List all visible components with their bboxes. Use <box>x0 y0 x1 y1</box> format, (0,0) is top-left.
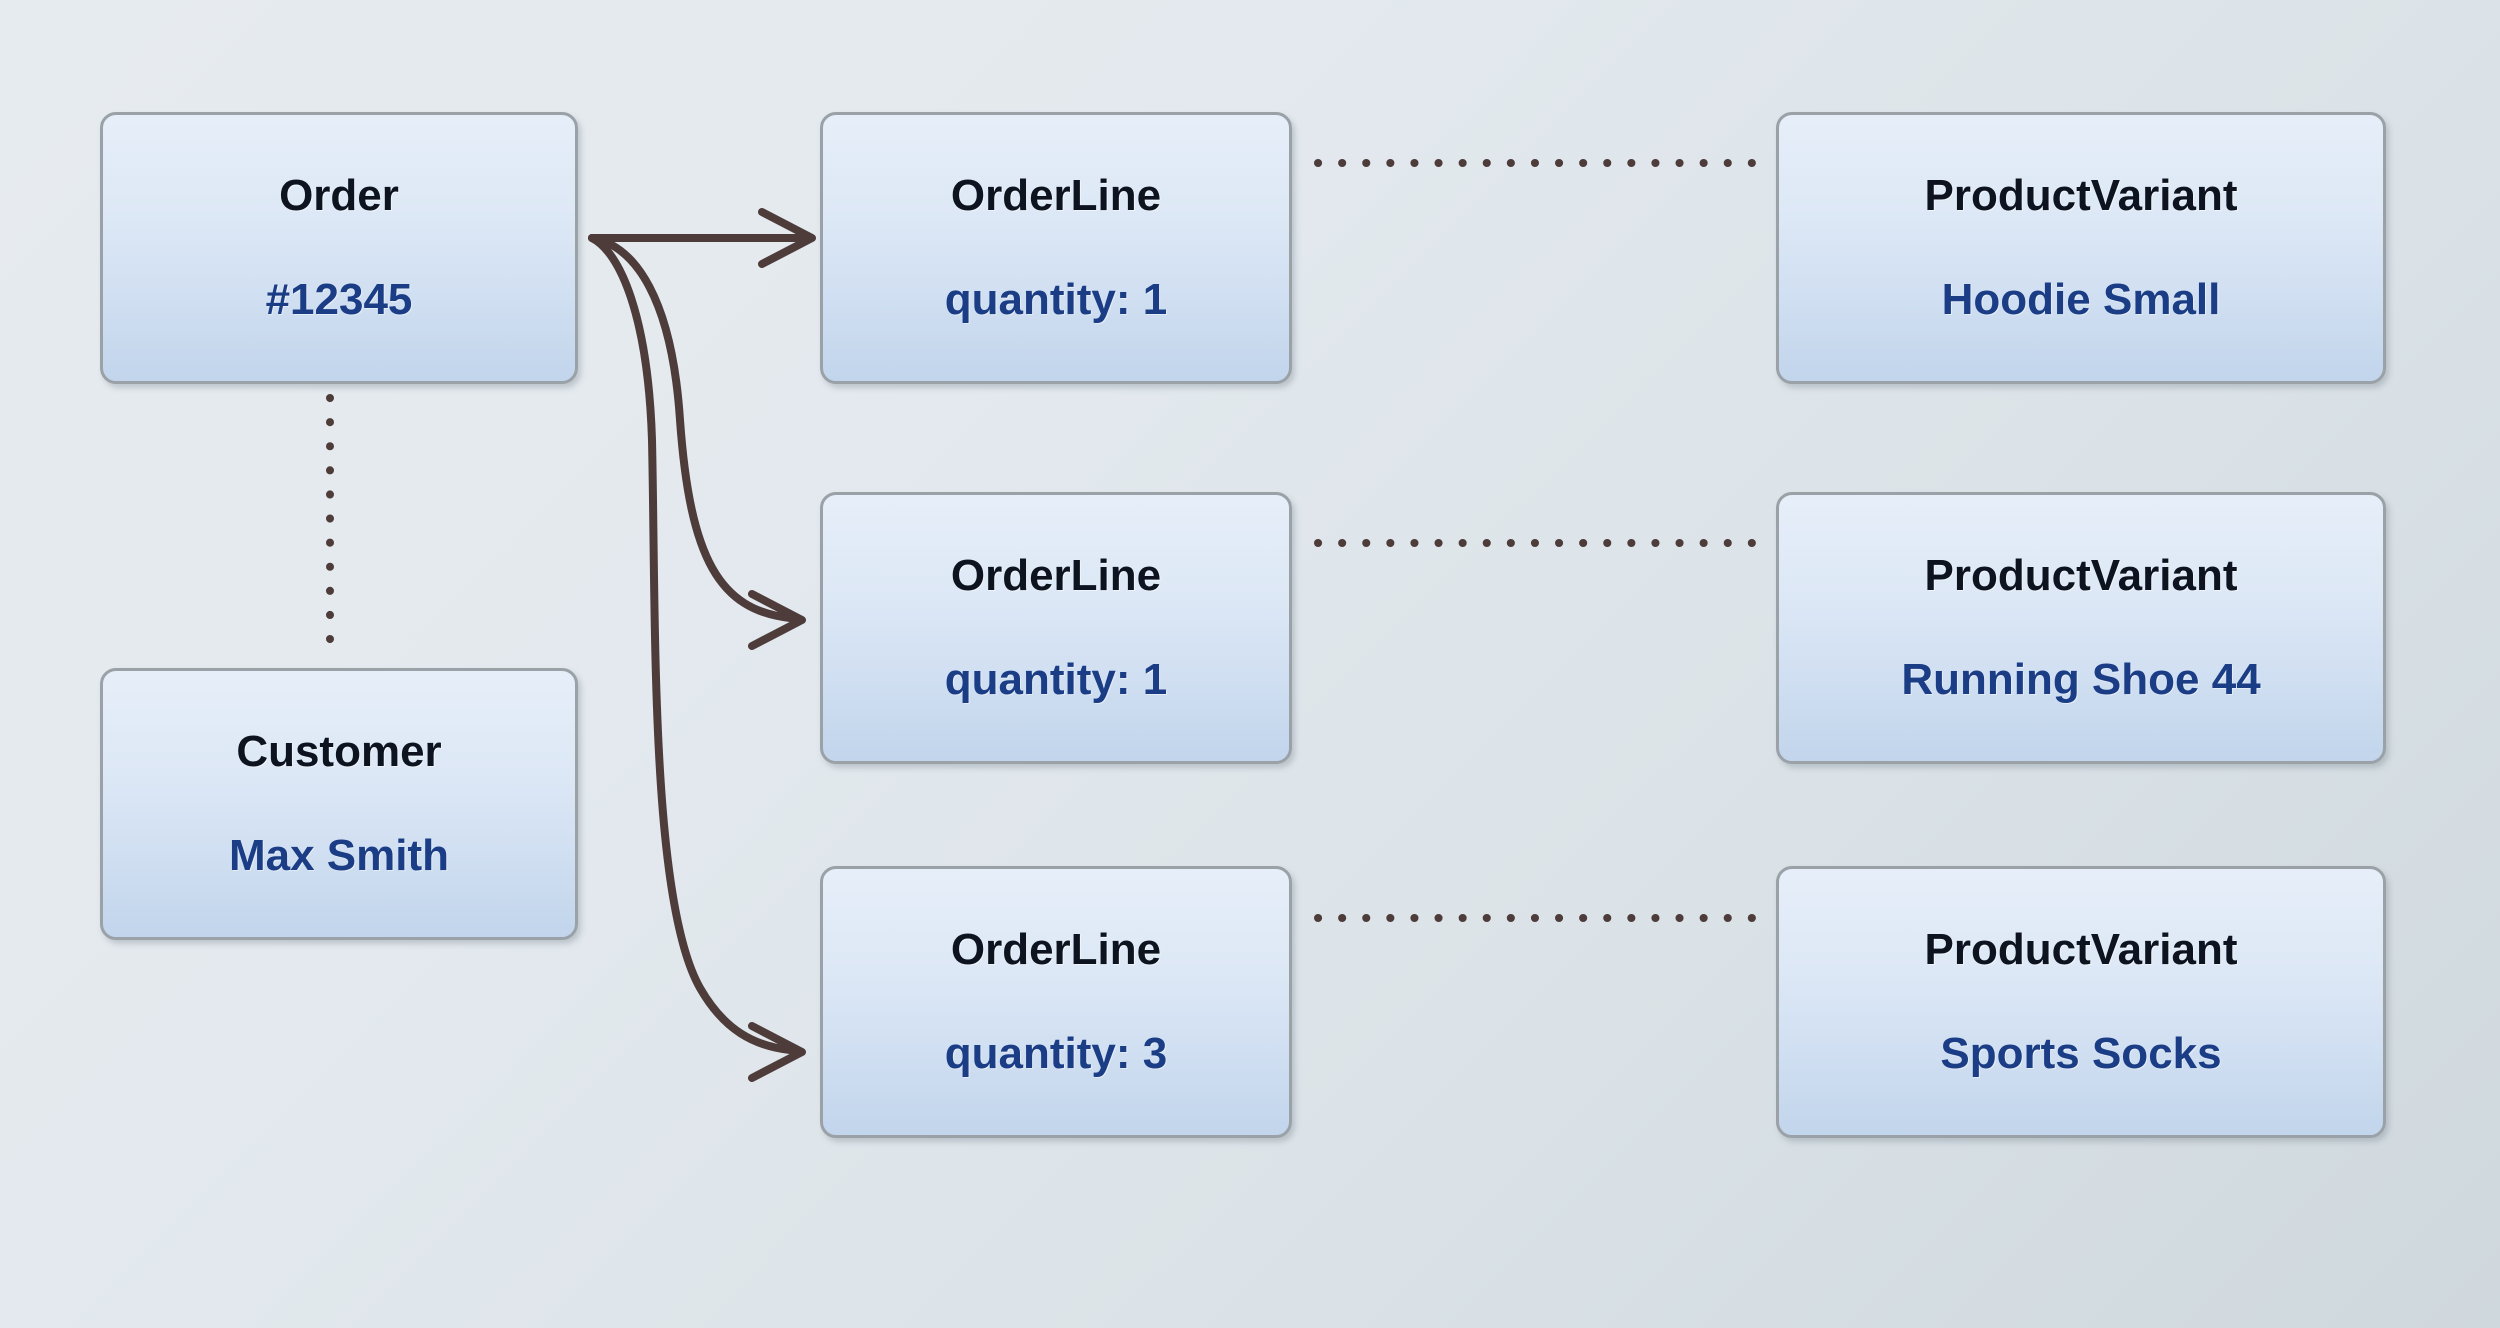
edge-order-to-orderline-3 <box>588 234 794 1054</box>
edge-order-to-orderline-3-arrowhead <box>748 1022 806 1082</box>
node-orderline-1[interactable]: OrderLine quantity: 1 <box>820 112 1292 384</box>
node-order-title: Order <box>279 170 399 220</box>
node-product-variant-1-value: Hoodie Small <box>1941 275 2221 324</box>
node-orderline-1-title: OrderLine <box>950 170 1162 220</box>
node-orderline-3[interactable]: OrderLine quantity: 3 <box>820 866 1292 1138</box>
edge-order-to-orderline-1-arrowhead <box>758 208 816 268</box>
node-orderline-2[interactable]: OrderLine quantity: 1 <box>820 492 1292 764</box>
node-orderline-2-value: quantity: 1 <box>944 655 1168 704</box>
node-orderline-3-title: OrderLine <box>950 924 1162 974</box>
node-product-variant-1-title: ProductVariant <box>1924 170 2238 220</box>
node-product-variant-1[interactable]: ProductVariant Hoodie Small <box>1776 112 2386 384</box>
node-product-variant-3[interactable]: ProductVariant Sports Socks <box>1776 866 2386 1138</box>
edge-order-to-orderline-2-arrowhead <box>748 590 806 650</box>
node-orderline-3-value: quantity: 3 <box>944 1029 1168 1078</box>
node-orderline-2-title: OrderLine <box>950 550 1162 600</box>
edge-order-to-orderline-2 <box>588 234 794 622</box>
node-product-variant-2-value: Running Shoe 44 <box>1901 655 2261 704</box>
node-customer[interactable]: Customer Max Smith <box>100 668 578 940</box>
node-order-value: #12345 <box>265 275 413 324</box>
node-product-variant-2[interactable]: ProductVariant Running Shoe 44 <box>1776 492 2386 764</box>
node-product-variant-2-title: ProductVariant <box>1924 550 2238 600</box>
node-order[interactable]: Order #12345 <box>100 112 578 384</box>
node-customer-title: Customer <box>236 726 442 776</box>
node-orderline-1-value: quantity: 1 <box>944 275 1168 324</box>
node-product-variant-3-value: Sports Socks <box>1940 1029 2222 1078</box>
node-product-variant-3-title: ProductVariant <box>1924 924 2238 974</box>
node-customer-value: Max Smith <box>228 831 450 880</box>
